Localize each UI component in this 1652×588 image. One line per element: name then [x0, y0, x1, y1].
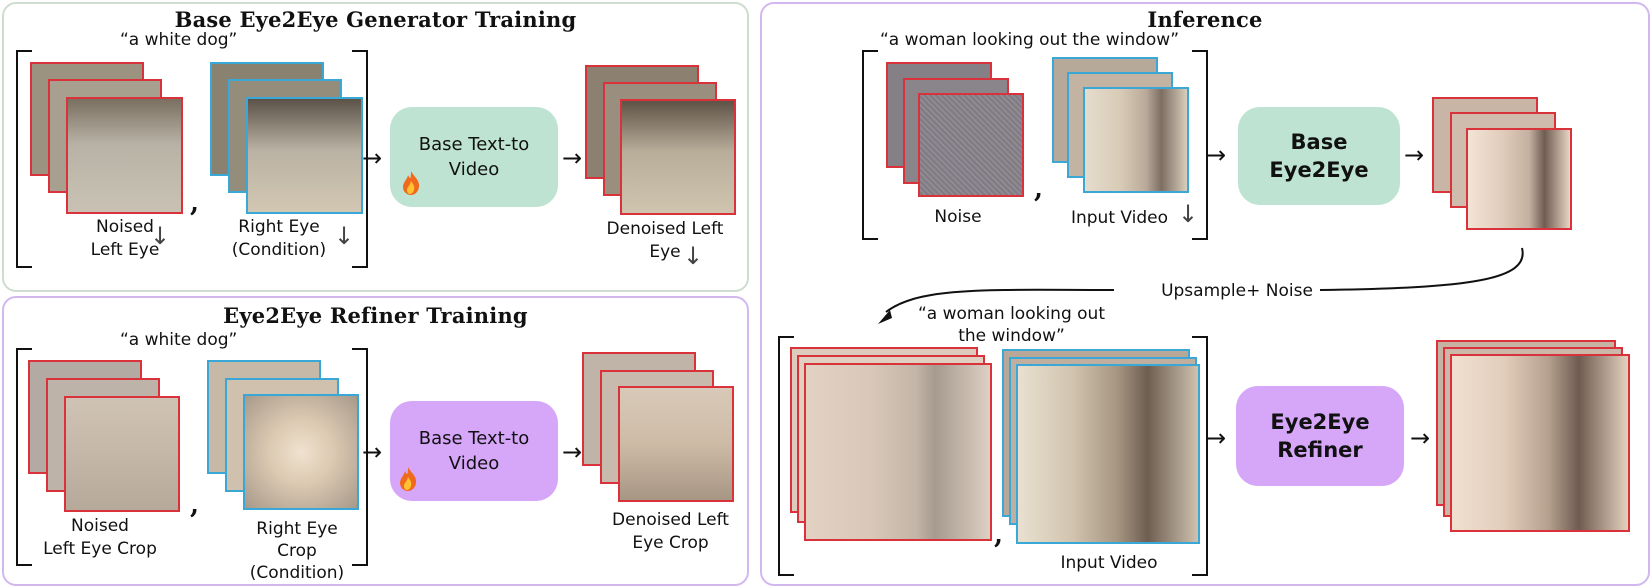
down-arrow-icon: ↓ [1178, 200, 1199, 228]
upsampled-noisy-frame [804, 363, 992, 541]
down-arrow-icon: ↓ [150, 222, 171, 250]
refiner-base-text-to-video-box: Base Text-to Video [390, 401, 558, 501]
denoised-crop-label: Denoised Left Eye Crop [612, 510, 729, 553]
panel-title: Inference [1147, 7, 1263, 32]
denoised-label: Denoised Left Eye [606, 219, 724, 262]
panel-title: Base Eye2Eye Generator Training [174, 7, 577, 32]
input-bracket-left [16, 50, 32, 268]
inference-panel: Inference [760, 2, 1650, 586]
input-bracket-right [1192, 50, 1208, 240]
down-arrow-icon: ↓ [683, 242, 704, 270]
right-arrow-icon: → [362, 144, 383, 172]
base-eye2eye-box: Base Eye2Eye [1238, 107, 1400, 205]
eye2eye-refiner-box: Eye2Eye Refiner [1236, 386, 1404, 486]
input-bracket-right [352, 50, 368, 268]
base-training-panel: Base Eye2Eye Generator Training [2, 2, 749, 292]
right-arrow-icon: → [1206, 424, 1227, 452]
right-eye-label: Right Eye (Condition) [231, 217, 327, 260]
right-arrow-icon: → [562, 438, 583, 466]
comma-separator: , [190, 490, 200, 520]
input-bracket-left [778, 336, 794, 576]
right-eye-crop-label: Right Eye Crop (Condition) [249, 519, 345, 583]
input-bracket-right [1192, 336, 1208, 576]
right-arrow-icon: → [562, 144, 583, 172]
denoised-left-frame [620, 99, 736, 215]
input-video-label: Input Video [1060, 553, 1158, 573]
prompt-text: “a white dog” [120, 330, 238, 350]
input-video-frame [1083, 87, 1189, 193]
input-video-label: Input Video [1070, 208, 1169, 228]
input-video-large-frame [1016, 364, 1200, 544]
right-arrow-icon: → [1410, 424, 1431, 452]
panel-title: Eye2Eye Refiner Training [223, 303, 528, 328]
refined-output-frame [1450, 354, 1630, 532]
refiner-training-panel: Eye2Eye Refiner Training [2, 296, 749, 586]
right-eye-crop-frame [243, 394, 359, 510]
prompt-text: “a white dog” [120, 30, 238, 50]
flame-icon [403, 171, 420, 195]
input-bracket-right [352, 348, 368, 566]
noised-left-crop-frame [64, 396, 180, 512]
comma-separator: , [994, 520, 1004, 550]
down-arrow-icon: ↓ [334, 222, 355, 250]
denoised-crop-frame [618, 386, 734, 502]
right-arrow-icon: → [362, 438, 383, 466]
right-arrow-icon: → [1404, 141, 1425, 169]
input-bracket-left [16, 348, 32, 566]
comma-separator: , [1034, 174, 1044, 204]
right-arrow-icon: → [1206, 141, 1227, 169]
noised-label: Noised Left Eye [90, 217, 160, 260]
input-bracket-left [862, 50, 878, 240]
prompt-text: “a woman looking out the window” [880, 30, 1180, 50]
noised-crop-label: Noised Left Eye Crop [43, 516, 157, 559]
flame-icon [400, 467, 417, 491]
right-eye-frame [246, 97, 363, 214]
prompt-text: “a woman looking out the window” [918, 304, 1105, 346]
noise-label: Noise [934, 207, 982, 227]
upsample-noise-label: Upsample+ Noise [1161, 281, 1313, 301]
comma-separator: , [190, 188, 200, 218]
base-text-to-video-box: Base Text-to Video [390, 107, 558, 207]
noised-left-frame [66, 97, 183, 214]
upsample-arrow [878, 247, 1524, 324]
base-output-frame [1466, 128, 1572, 230]
noise-frame [918, 93, 1024, 197]
